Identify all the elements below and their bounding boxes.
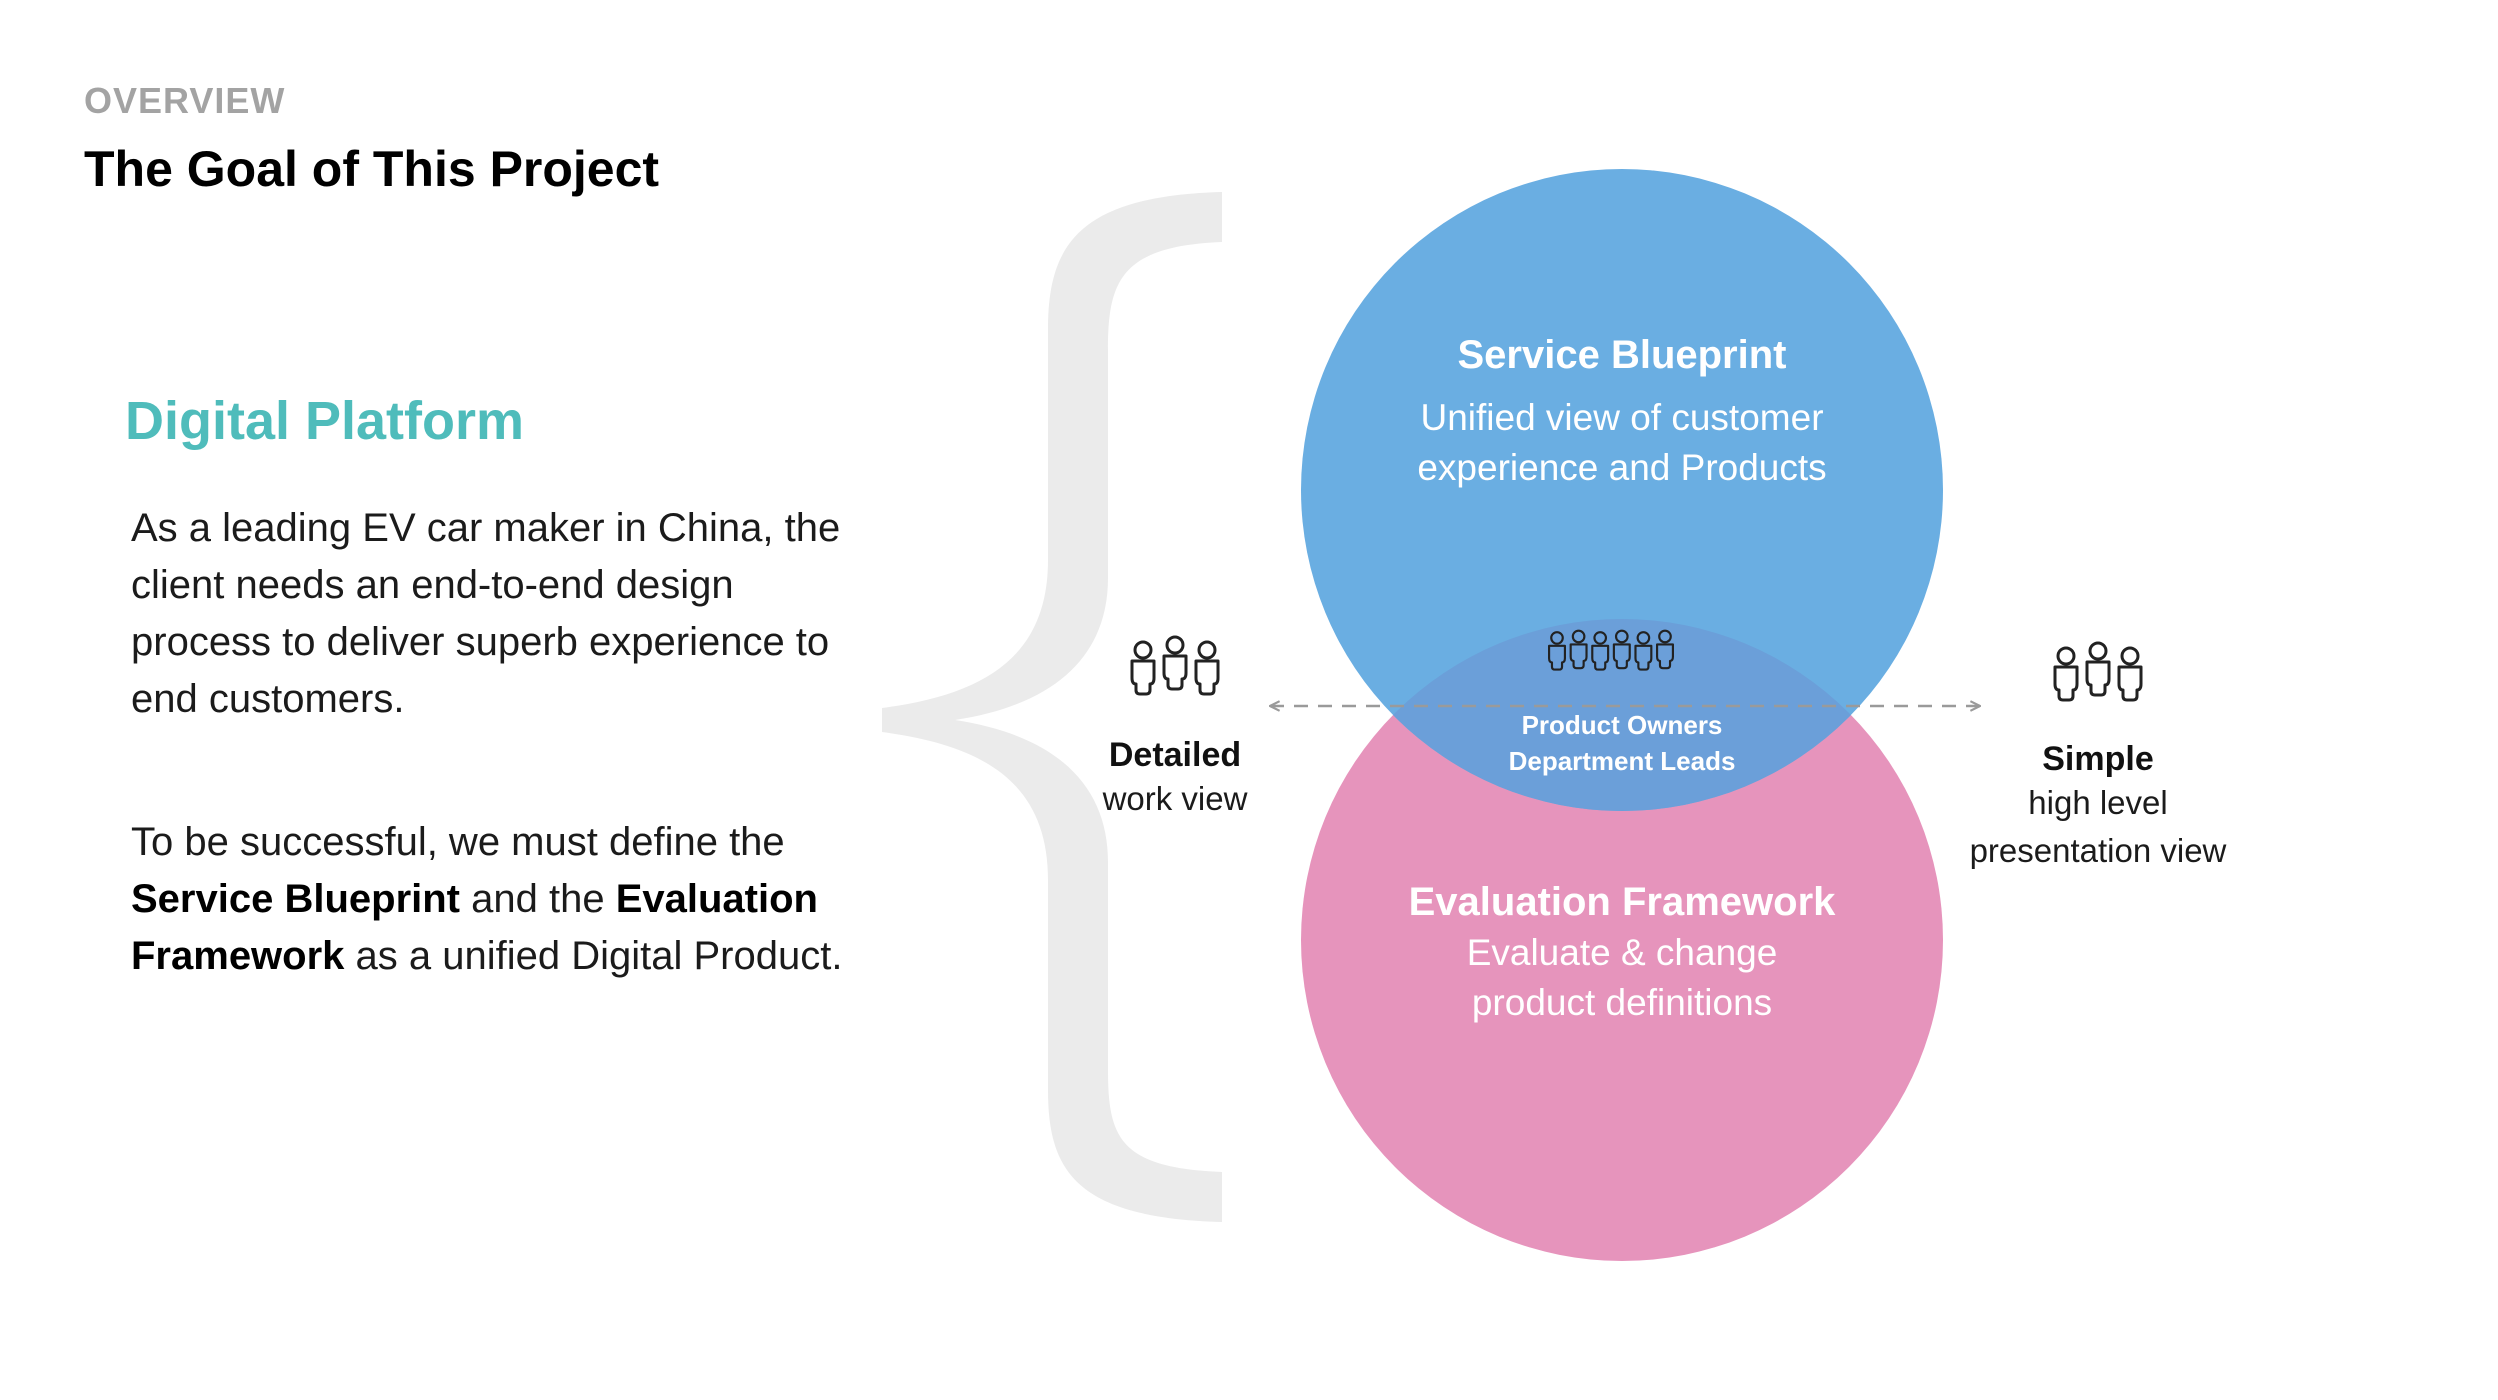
group-of-three-people-icon [2053, 641, 2143, 702]
section-label: OVERVIEW [84, 80, 286, 121]
evaluation-framework-emphasis: Evaluation Framework [131, 877, 818, 978]
page-title: The Goal of This Project [84, 141, 660, 197]
simple-view-line-2: presentation view [1970, 832, 2227, 869]
overlap-line-2: Department Leads [1509, 746, 1736, 776]
success-text-3: as a unified Digital Product. [344, 934, 843, 978]
platform-heading: Digital Platform [125, 391, 525, 451]
service-blueprint-circle [1301, 169, 1943, 811]
success-text-1: To be successful, we must define the [131, 820, 785, 864]
service-blueprint-line-1: Unified view of customer [1420, 397, 1823, 438]
service-blueprint-title: Service Blueprint [1457, 333, 1786, 377]
evaluation-framework-line-2: product definitions [1472, 982, 1772, 1023]
success-paragraph: To be successful, we must define the Ser… [131, 814, 851, 985]
overlap-line-1: Product Owners [1522, 710, 1723, 740]
curly-brace-icon [882, 192, 1222, 1222]
evaluation-framework-circle [1301, 619, 1943, 1261]
group-of-three-people-icon [1130, 635, 1220, 696]
service-blueprint-emphasis: Service Blueprint [131, 877, 461, 921]
service-blueprint-line-2: experience and Products [1417, 447, 1826, 488]
detailed-view-subtitle: work view [1102, 780, 1248, 817]
intro-paragraph: As a leading EV car maker in China, the … [131, 506, 841, 721]
simple-view-title: Simple [2042, 740, 2153, 778]
detailed-view-title: Detailed [1109, 736, 1241, 774]
success-text-2: and the [460, 877, 616, 921]
evaluation-framework-line-1: Evaluate & change [1467, 932, 1778, 973]
simple-view-line-1: high level [2028, 784, 2167, 821]
evaluation-framework-title: Evaluation Framework [1409, 880, 1837, 924]
